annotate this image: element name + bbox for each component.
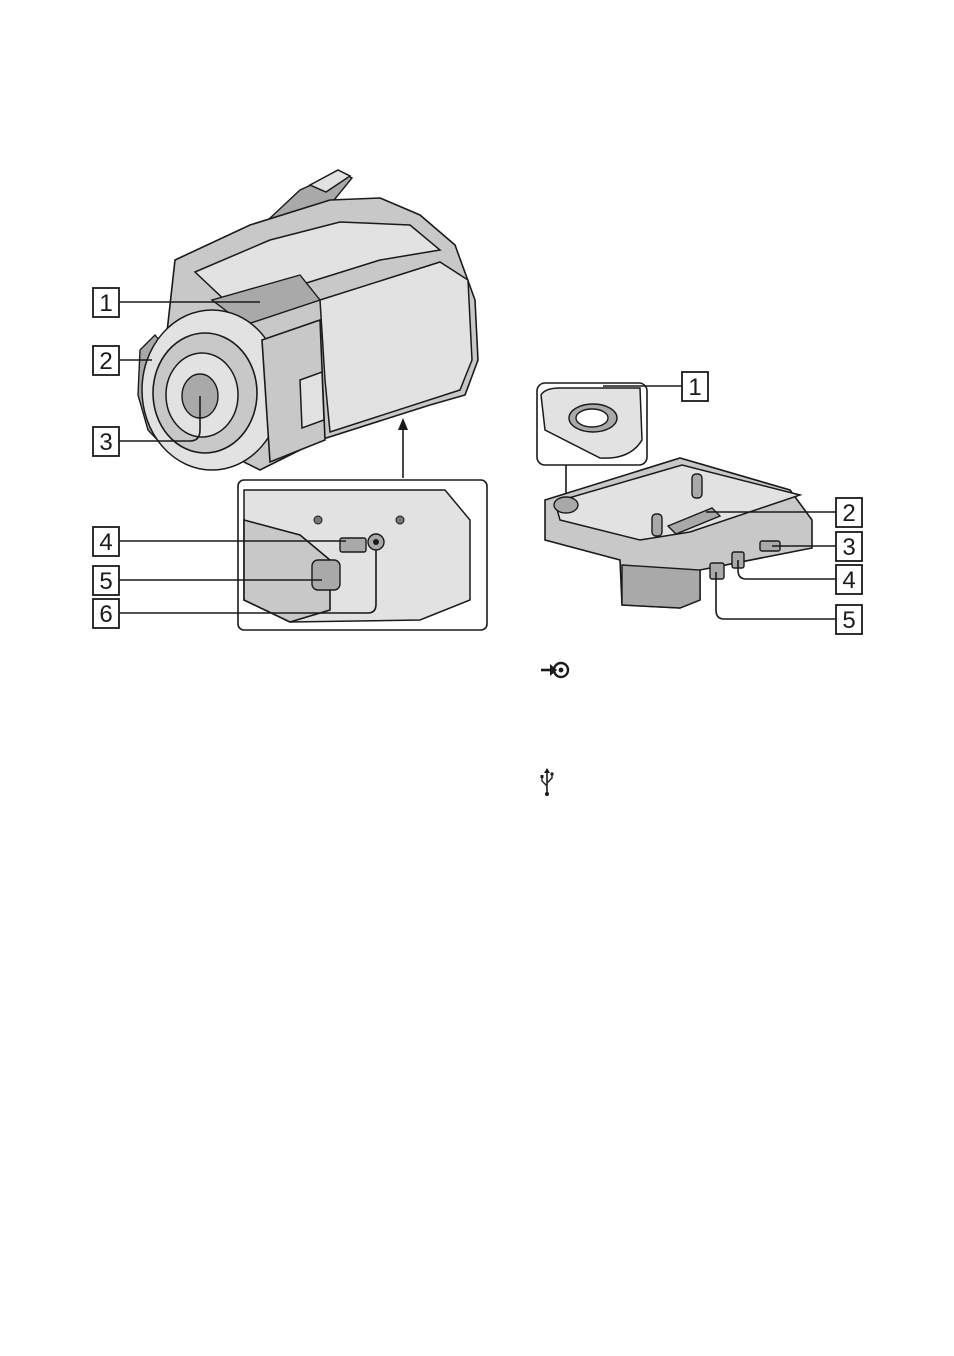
camera-callout-3-label: 3: [99, 429, 112, 456]
camera-callout-4-label: 4: [99, 529, 112, 556]
dock-callout-4-label: 4: [842, 567, 855, 594]
camera-callout-5-label: 5: [99, 568, 112, 595]
dock-illustration: [537, 383, 812, 608]
usb-symbol-icon: [541, 768, 554, 796]
camera-callout-2-label: 2: [99, 348, 112, 375]
camera-callout-1-label: 1: [99, 290, 112, 317]
camcorder-illustration: [138, 170, 487, 630]
dock-callout-3-label: 3: [842, 534, 855, 561]
remote-symbol-icon: [541, 663, 568, 677]
dock-callout-5-label: 5: [842, 607, 855, 634]
dock-callout-2-label: 2: [842, 500, 855, 527]
camera-callout-6-label: 6: [99, 601, 112, 628]
dock-callout-1-label: 1: [688, 374, 701, 401]
dock-callout-4: 4: [738, 560, 862, 594]
